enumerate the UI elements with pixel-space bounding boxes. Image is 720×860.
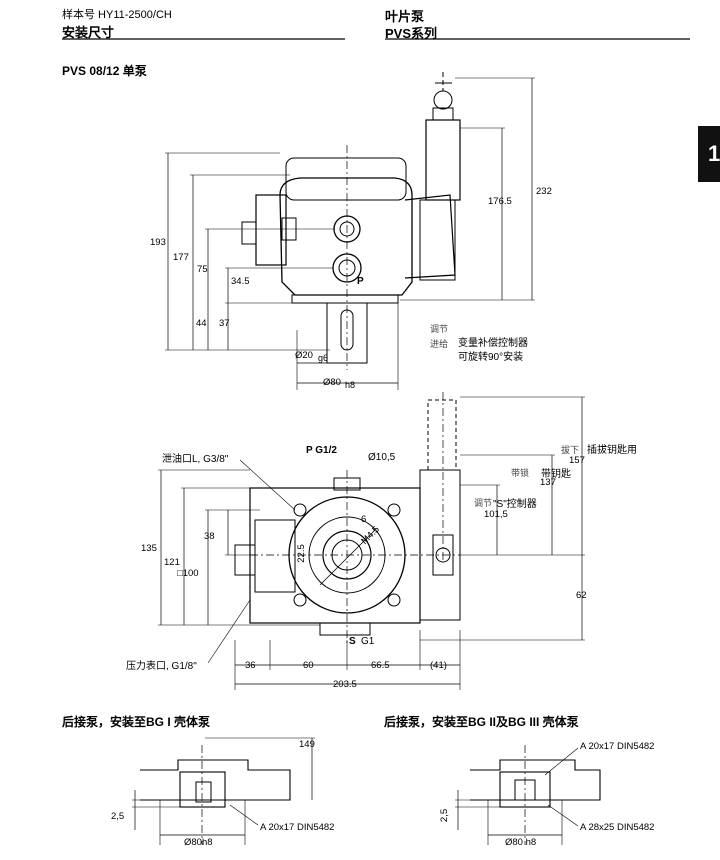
dim-203-5: 203.5 xyxy=(333,679,357,690)
dim-232: 232 xyxy=(536,186,552,197)
dim-37: 37 xyxy=(219,318,230,329)
label-s-adjust: 调节 xyxy=(474,498,493,508)
dim-34-5: 34.5 xyxy=(231,276,250,287)
dim-137: 137 xyxy=(540,477,556,488)
gauge-port-label: 压力表口, G1/8" xyxy=(126,661,197,672)
dim-22-5: 22.5 xyxy=(295,544,307,563)
dim-177: 177 xyxy=(173,252,189,263)
note-feed: 进给 xyxy=(430,339,449,349)
series-title: PVS系列 xyxy=(385,26,438,41)
dim-157: 157 xyxy=(569,455,585,466)
suction-thread-label: G1 xyxy=(361,636,375,647)
catalog-number: 样本号 HY11-2500/CH xyxy=(62,9,172,21)
right-caption: 后接泵，安装至BG II及BG III 壳体泵 xyxy=(384,715,579,729)
dim-square-100: □100 xyxy=(177,568,199,579)
dim-176-5: 176.5 xyxy=(488,196,512,207)
dim-38: 38 xyxy=(204,531,215,542)
drain-port-label: 泄油口L, G3/8" xyxy=(162,454,229,465)
section-title: 安装尺寸 xyxy=(62,25,115,40)
bolt-hole-label: Ø10,5 xyxy=(368,452,396,463)
dim-66-5: 66.5 xyxy=(371,660,390,671)
dim-75: 75 xyxy=(197,264,208,275)
dim-left-2-5: 2,5 xyxy=(111,811,125,822)
dim-135: 135 xyxy=(141,543,157,554)
dim-193: 193 xyxy=(150,237,166,248)
dim-60: 60 xyxy=(303,660,314,671)
left-spline-label: A 20x17 DIN5482 xyxy=(260,822,335,833)
label-plug: 拔下 xyxy=(561,445,580,455)
dim-right-pilot: Ø80 h8 xyxy=(505,837,537,848)
product-title: 叶片泵 xyxy=(385,9,425,24)
chapter-tab: 1 xyxy=(698,126,720,182)
dim-41: (41) xyxy=(430,660,447,671)
dim-149: 149 xyxy=(299,739,315,750)
dim-shaft-diameter: Ø20 xyxy=(295,350,313,361)
note-adjust: 调节 xyxy=(430,324,449,334)
dim-pilot-tolerance: h8 xyxy=(345,380,356,390)
note-compensator: 变量补偿控制器 xyxy=(458,338,528,349)
dim-shaft-tolerance: g6 xyxy=(318,353,329,363)
dim-pilot-diameter: Ø80 xyxy=(323,377,341,388)
dim-left-pilot: Ø80h8 xyxy=(184,837,213,848)
left-caption: 后接泵，安装至BG I 壳体泵 xyxy=(62,715,211,729)
dim-101-5: 101,5 xyxy=(484,509,508,520)
dim-121: 121 xyxy=(164,557,180,568)
dim-44: 44 xyxy=(196,318,207,329)
port-p-label: P xyxy=(357,276,364,287)
label-with-lock: 带锁 xyxy=(511,468,530,478)
right-spline-top-label: A 20x17 DIN5482 xyxy=(580,741,655,752)
suction-port-label: S xyxy=(349,636,356,647)
label-with-key: 带钥匙 xyxy=(541,469,571,480)
dim-62: 62 xyxy=(576,590,587,601)
note-rotatable: 可旋转90°安装 xyxy=(458,352,524,363)
pressure-port-label: P G1/2 xyxy=(306,445,337,456)
dim-36: 36 xyxy=(245,660,256,671)
label-with-key-plug: 插拔钥匙用 xyxy=(587,445,637,456)
dim-right-2-5: 2,5 xyxy=(439,808,451,823)
dim-6: 6 xyxy=(361,514,367,525)
top-view-title: PVS 08/12 单泵 xyxy=(62,64,147,78)
right-spline-bottom-label: A 28x25 DIN5482 xyxy=(580,822,655,833)
label-s-control: "S"控制器 xyxy=(493,499,537,510)
